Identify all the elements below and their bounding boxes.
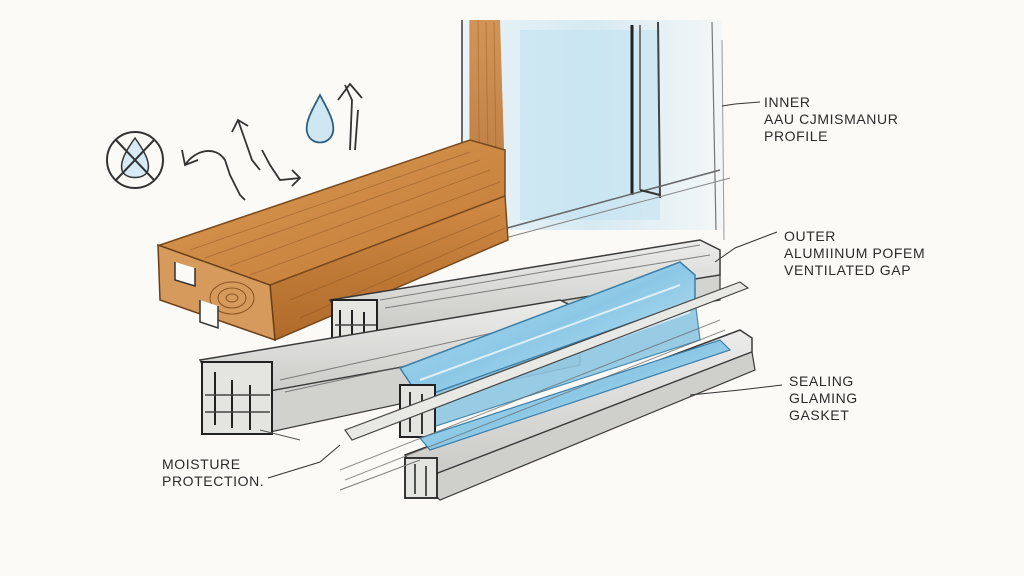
gasket-strips bbox=[259, 281, 750, 491]
airflow-arrows-icon bbox=[181, 82, 363, 201]
glazing-bead bbox=[403, 329, 756, 501]
moisture-label-line-2: PROTECTION. bbox=[162, 473, 265, 489]
outer-label-line-1: OUTER bbox=[784, 228, 836, 244]
inner-label-line-2: AAU CJMISMANUR bbox=[764, 111, 899, 127]
outer-profile-label: OUTER ALUMIINUM POFEM VENTILATED GAP bbox=[784, 228, 925, 279]
sealing-label-line-1: SEALING bbox=[789, 373, 854, 389]
inner-wood-profile bbox=[157, 139, 509, 342]
moisture-protection-label: MOISTURE PROTECTION. bbox=[162, 456, 264, 490]
sealing-label-line-2: GLAMING bbox=[789, 390, 858, 406]
inner-label-line-1: INNER bbox=[764, 94, 811, 110]
inner-profile-label: INNER AAU CJMISMANUR PROFILE bbox=[764, 94, 898, 145]
outer-label-line-2: ALUMIINUM POFEM bbox=[784, 245, 926, 261]
sealing-gasket-label: SEALING GLAMING GASKET bbox=[789, 373, 858, 424]
sealing-label-line-3: GASKET bbox=[789, 407, 850, 423]
no-water-icon bbox=[106, 131, 164, 189]
moisture-label-line-1: MOISTURE bbox=[162, 456, 241, 472]
leader-lines bbox=[267, 101, 783, 479]
outer-label-line-3: VENTILATED GAP bbox=[784, 262, 912, 278]
inner-label-line-3: PROFILE bbox=[764, 128, 829, 144]
water-drop-icon bbox=[305, 93, 335, 144]
